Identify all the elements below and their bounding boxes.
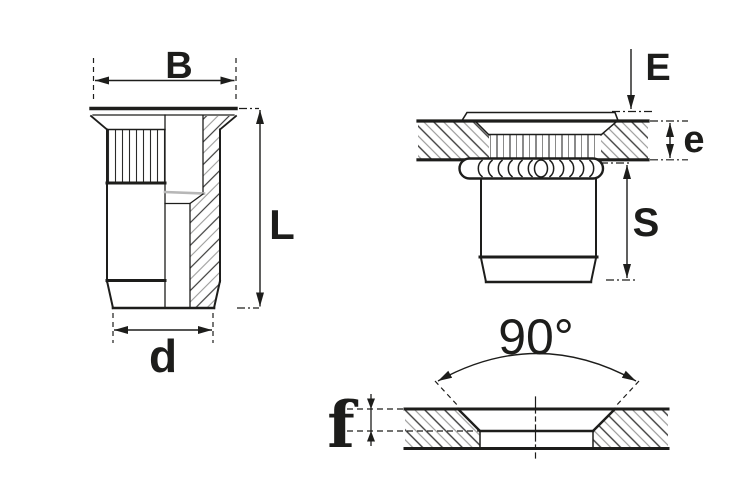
dimension-B: B — [92, 45, 237, 103]
dimension-angle: 90° — [434, 309, 640, 408]
front-knurl — [108, 130, 165, 183]
dim-label-angle: 90° — [498, 309, 574, 365]
angle-arc — [437, 352, 637, 382]
installed-view — [416, 111, 650, 284]
head-left-slope — [89, 114, 109, 131]
dimension-L: L — [237, 107, 295, 309]
taper-left-edge — [105, 279, 115, 310]
dim-label-d: d — [149, 330, 177, 382]
countersink-left-slope — [456, 407, 482, 433]
front-view — [89, 106, 238, 310]
hole-right-slope — [599, 120, 618, 137]
dim-label-e: e — [683, 119, 704, 161]
plate-hatch-left — [405, 410, 480, 448]
bore-step-gray-line — [163, 190, 206, 195]
arrow-down — [367, 398, 375, 409]
thread-chamfer-line — [189, 193, 204, 205]
taper-right-edge — [212, 279, 222, 310]
taper-right-edge — [589, 256, 598, 284]
plate-hatch-right — [593, 410, 668, 448]
taper-left-edge — [479, 256, 488, 284]
installed-knurl — [490, 135, 600, 159]
dimension-S: S — [600, 162, 660, 281]
bulge-folds — [477, 159, 595, 178]
head-right-slope — [218, 114, 238, 131]
dimension-E: E — [612, 47, 671, 113]
dimension-e: e — [650, 119, 705, 161]
dimension-d: d — [112, 313, 214, 382]
dim-label-E: E — [645, 47, 670, 89]
dim-label-S: S — [633, 201, 660, 245]
arrow-up — [367, 431, 375, 442]
angle-ext-left — [434, 380, 460, 408]
front-wall-hatch — [190, 116, 236, 308]
countersink-right-slope — [591, 407, 617, 433]
dimension-f: f — [327, 388, 479, 463]
plate-hatch-right — [601, 121, 648, 159]
bulge-outline — [458, 157, 605, 180]
angle-ext-right — [614, 380, 640, 408]
countersink-view — [403, 396, 670, 459]
dim-label-B: B — [165, 45, 192, 87]
dim-label-f: f — [327, 388, 358, 463]
hole-left-slope — [474, 120, 491, 137]
head-flange — [460, 111, 620, 122]
dim-label-L: L — [269, 201, 295, 248]
plate-hatch-left — [418, 121, 489, 159]
